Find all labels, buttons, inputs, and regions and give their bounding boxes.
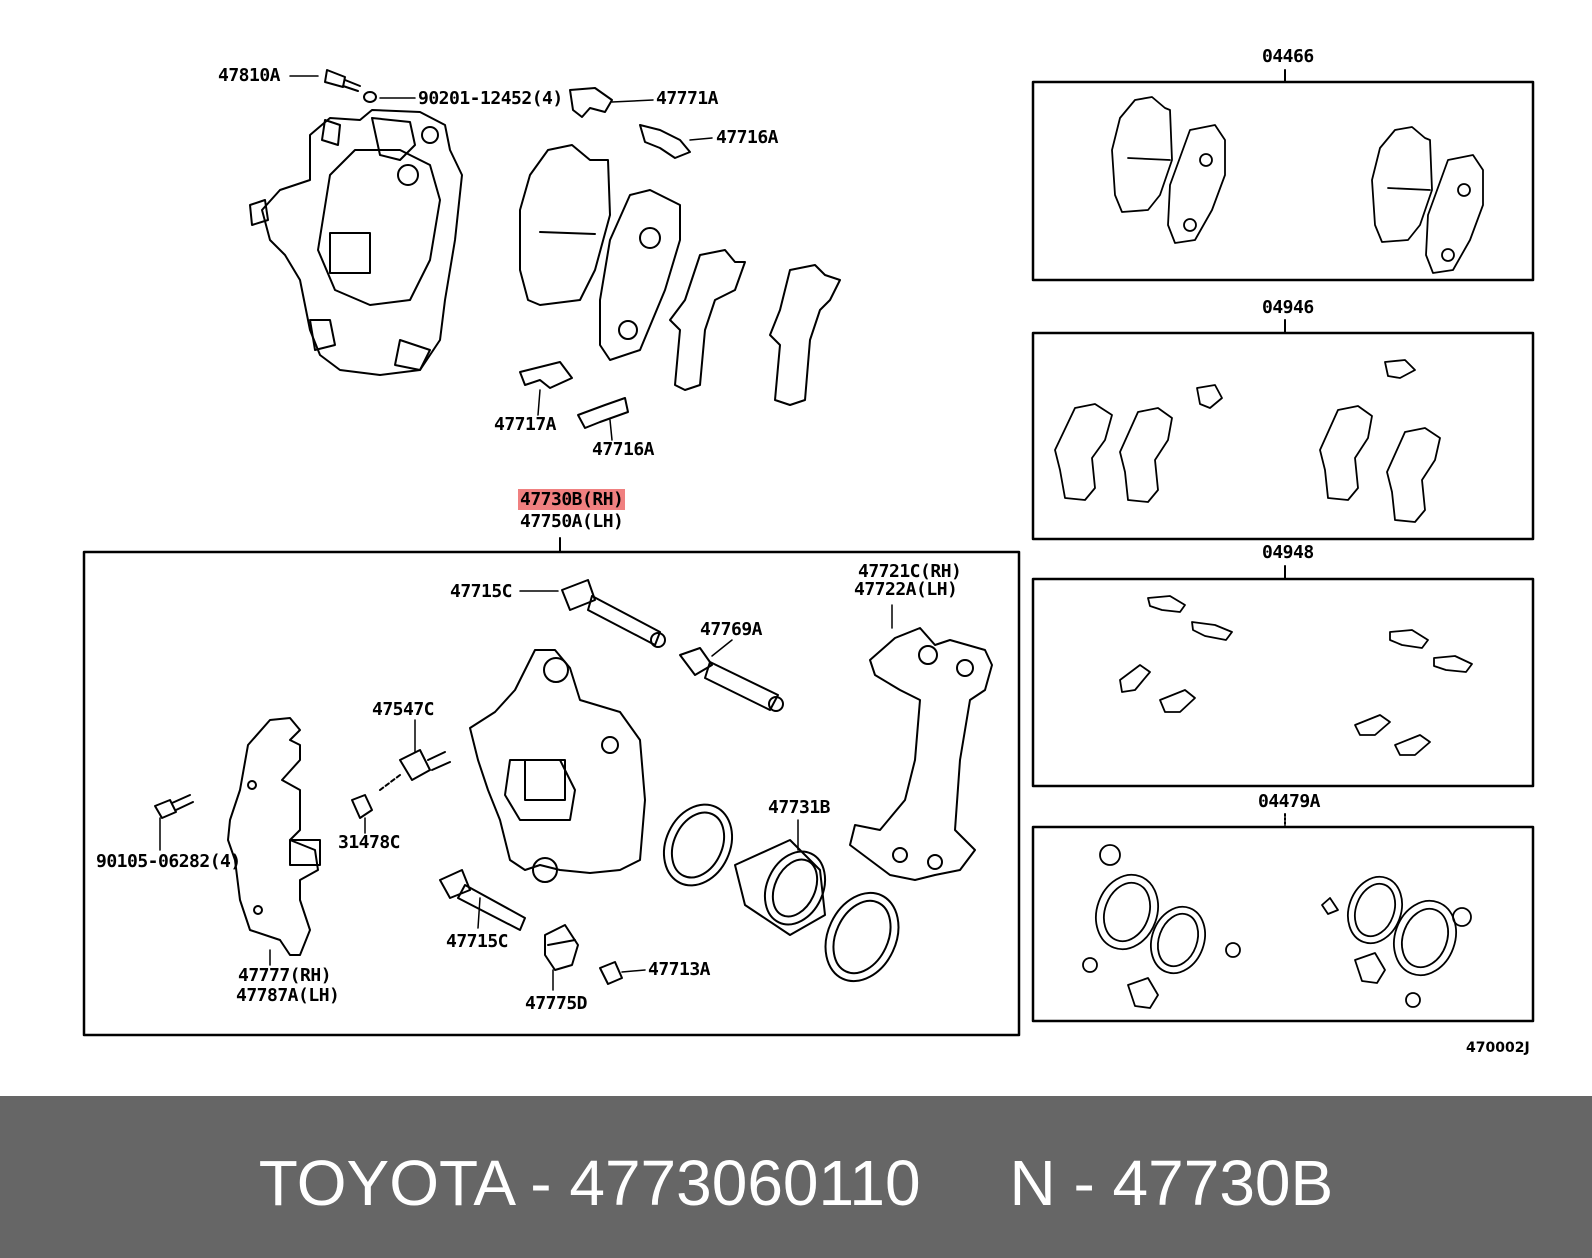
- label-47769A: 47769A: [700, 619, 763, 640]
- label-47775D: 47775D: [525, 993, 588, 1014]
- kit-04479A-drawing: [1082, 844, 1472, 1009]
- label-90105-06282: 90105-06282(4): [96, 851, 241, 872]
- upper-pads-drawing: [519, 144, 841, 429]
- cap-drawing: [351, 794, 373, 819]
- label-47547C: 47547C: [372, 699, 435, 720]
- label-47731B: 47731B: [768, 797, 831, 818]
- piston-seal-drawing: [662, 803, 900, 983]
- kit-04466-drawing: [1111, 96, 1484, 274]
- highlighted-part-number: 47730B(RH): [518, 489, 626, 510]
- parts-diagram: 47810A 90201-12452(4) 47771A 47716A 4771…: [82, 46, 1535, 1056]
- kit-04948-drawing: [1119, 595, 1473, 756]
- figure-code: 470002J: [1466, 1040, 1530, 1056]
- label-90201-12452: 90201-12452(4): [418, 88, 563, 109]
- kit-box-04479A: [1031, 825, 1535, 1023]
- upper-caliper-drawing: [249, 69, 691, 376]
- label-47716A-bottom: 47716A: [592, 439, 655, 460]
- label-47722A: 47722A(LH): [854, 579, 958, 600]
- kit-box-04466: [1031, 80, 1535, 282]
- label-47721C: 47721C(RH): [858, 561, 962, 582]
- label-47771A: 47771A: [656, 88, 719, 109]
- bushing-drawing: [679, 647, 784, 712]
- guide-pin-top-drawing: [561, 579, 666, 648]
- label-31478C: 31478C: [338, 832, 401, 853]
- kit-label-04479A: 04479A: [1258, 791, 1321, 812]
- kit-label-04946: 04946: [1262, 297, 1314, 318]
- kit-04946-drawing: [1054, 359, 1441, 523]
- label-47715C-top: 47715C: [450, 581, 513, 602]
- label-47716A-top: 47716A: [716, 127, 779, 148]
- kit-label-04466: 04466: [1262, 46, 1314, 67]
- mounting-bracket-drawing: [849, 627, 993, 881]
- part-title: TOYOTA - 4773060110 N - 47730B: [258, 1147, 1334, 1219]
- caliper-assembly-box: [82, 550, 1021, 1037]
- caliper-body-drawing: [469, 649, 646, 883]
- dust-shield-drawing: [227, 717, 321, 956]
- diagram-drawing: [82, 69, 1535, 1037]
- label-47730B: 47730B(RH): [518, 489, 626, 510]
- label-47750A: 47750A(LH): [520, 511, 624, 532]
- footer-bar: TOYOTA - 4773060110 N - 47730B: [0, 1096, 1592, 1258]
- kit-box-04948: [1031, 577, 1535, 788]
- guide-pin-bottom-drawing: [439, 869, 526, 931]
- kit-label-04948: 04948: [1262, 542, 1314, 563]
- label-47777: 47777(RH): [238, 965, 332, 986]
- kit-box-04946: [1031, 331, 1535, 541]
- bolt-90105-drawing: [154, 794, 194, 819]
- bleeder-cap-drawing: [599, 961, 623, 985]
- label-47713A: 47713A: [648, 959, 711, 980]
- bleeder-bolt-drawing: [379, 749, 451, 791]
- leader-lines: [159, 75, 893, 991]
- label-47787A: 47787A(LH): [236, 985, 340, 1006]
- boot-drawing: [544, 924, 579, 971]
- label-47810A: 47810A: [218, 65, 281, 86]
- label-47717A: 47717A: [494, 414, 557, 435]
- label-47715C-bottom: 47715C: [446, 931, 509, 952]
